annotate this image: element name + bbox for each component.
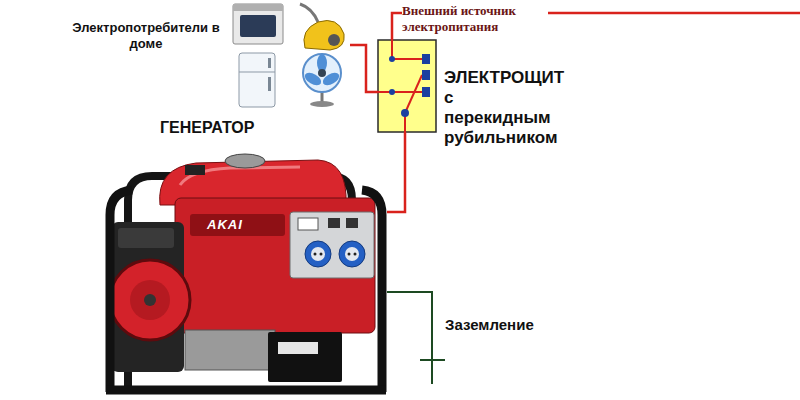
- ground-rod: [431, 352, 433, 384]
- node-label: Заземление: [445, 316, 534, 334]
- recoil-starter: [110, 260, 190, 340]
- generator-body: [175, 198, 375, 333]
- node-label: Внешний источник электропитания: [402, 3, 542, 36]
- stove-window: [240, 15, 276, 37]
- fridge-handle: [268, 58, 271, 68]
- socket-pin: [314, 253, 317, 256]
- contact: [389, 56, 395, 62]
- tank-cap: [225, 154, 265, 168]
- socket-face: [345, 247, 359, 261]
- fan-guard: [303, 54, 341, 92]
- fridge-handle: [268, 77, 271, 91]
- generator: ГЕНЕРАТОР: [105, 146, 387, 396]
- ground-wire: [387, 292, 432, 352]
- frame-base: [106, 386, 386, 395]
- ground-symbol: Заземление: [419, 352, 445, 382]
- battery: [268, 332, 342, 382]
- appliance-group: Электропотребители в доме: [228, 0, 350, 108]
- panel-wire: [392, 40, 422, 59]
- socket: [339, 241, 365, 267]
- engine-block: [185, 330, 275, 370]
- terminal: [422, 87, 430, 97]
- caption-holder: ЭЛЕКТРОЩИТ с перекидным рубильником: [444, 68, 564, 148]
- power-wire: [387, 132, 405, 212]
- vacuum-hose: [300, 4, 318, 22]
- socket-pin: [348, 253, 351, 256]
- caption-holder: Электропотребители в доме: [66, 20, 226, 51]
- socket-pin: [320, 253, 323, 256]
- switch-pivot: [401, 109, 409, 117]
- brand-name: AKAI: [207, 217, 243, 232]
- switch-panel: ЭЛЕКТРОЩИТ с перекидным рубильником: [378, 40, 436, 132]
- vacuum-body: [304, 21, 344, 51]
- stove-panel: [233, 4, 283, 11]
- node-label: Электропотребители в доме: [66, 20, 226, 51]
- caption-holder: Заземление: [445, 316, 534, 334]
- terminal: [422, 54, 430, 64]
- air-filter: [118, 228, 174, 248]
- starter-center: [144, 294, 156, 306]
- socket: [305, 241, 331, 267]
- vacuum-wheel: [328, 34, 340, 46]
- socket-pin: [354, 253, 357, 256]
- starter-hub: [130, 280, 170, 320]
- fan-hub: [318, 69, 326, 77]
- frame-front: [362, 190, 382, 392]
- switch-lever: [405, 75, 422, 113]
- battery-sticker: [278, 342, 318, 354]
- node-label: ГЕНЕРАТОР: [160, 118, 254, 137]
- stove-body: [233, 4, 283, 44]
- fridge-body: [239, 53, 275, 107]
- brand-plate: [190, 214, 285, 236]
- fuel-gauge: [185, 165, 205, 175]
- breaker: [346, 218, 358, 228]
- node-label: ЭЛЕКТРОЩИТ с перекидным рубильником: [444, 68, 564, 148]
- power-wire: [392, 13, 402, 40]
- supply-line: [548, 12, 800, 15]
- fan-base: [310, 101, 334, 107]
- external-source: Внешний источник электропитания: [402, 3, 542, 38]
- frame-front: [110, 190, 132, 392]
- control-panel: [290, 212, 374, 278]
- fridge-door-line: [239, 72, 275, 73]
- socket-face: [311, 247, 325, 261]
- contact: [389, 89, 395, 95]
- caption-holder: ГЕНЕРАТОР: [160, 118, 254, 137]
- panel-box: [378, 40, 436, 132]
- voltmeter: [298, 218, 318, 230]
- breaker: [328, 218, 340, 228]
- power-wire: [350, 45, 378, 92]
- terminal: [422, 70, 430, 80]
